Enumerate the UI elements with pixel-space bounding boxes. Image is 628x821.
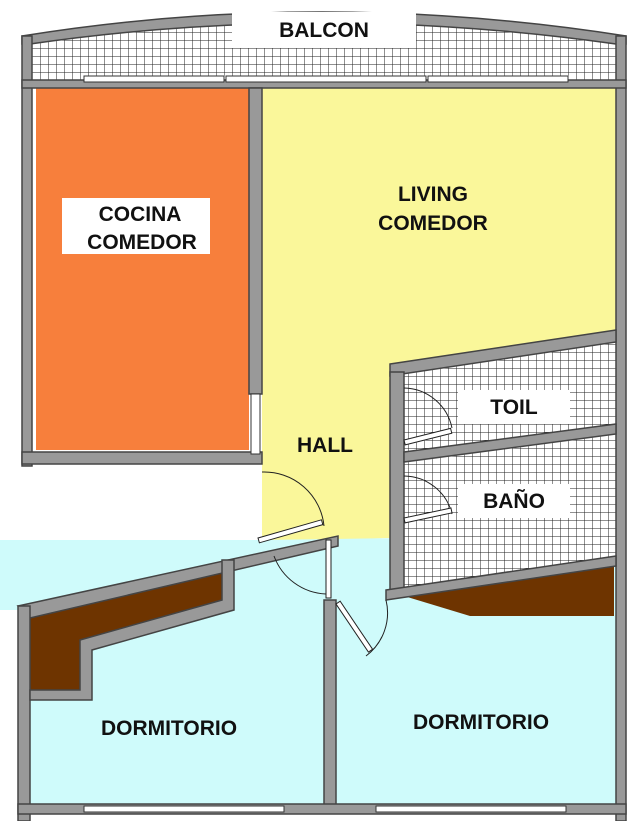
bano-label-bg bbox=[458, 484, 570, 518]
door-dorm-left-leaf bbox=[325, 539, 332, 599]
window-bottom-left bbox=[83, 805, 285, 813]
door-dorm-right-leaf bbox=[335, 600, 374, 653]
window-cocina-hall bbox=[250, 393, 261, 455]
door-toil-leaf bbox=[403, 427, 453, 446]
bano-label: BAÑO bbox=[483, 490, 545, 513]
toil-label: TOIL bbox=[490, 396, 538, 419]
door-bano-swing bbox=[403, 475, 453, 515]
wall-right bbox=[615, 35, 627, 821]
wall-facade-bottom bbox=[17, 803, 627, 815]
wall-cocina-right bbox=[248, 87, 263, 395]
wall-bano-left bbox=[389, 371, 405, 593]
balcon-label: BALCON bbox=[279, 19, 369, 42]
door-dorm-left-swing bbox=[273, 555, 327, 595]
hall-label: HALL bbox=[297, 434, 353, 457]
cocina-label-bg bbox=[62, 198, 210, 254]
wall-dorm-divider bbox=[323, 599, 337, 811]
toil-label-bg bbox=[458, 390, 570, 424]
window-top-mid bbox=[225, 75, 427, 83]
cocina-floor bbox=[36, 88, 249, 450]
wall-left-lower bbox=[17, 605, 31, 821]
door-bano-leaf bbox=[403, 507, 453, 524]
door-dorm-right-swing bbox=[365, 599, 389, 657]
cocina-label-line2: COMEDOR bbox=[87, 231, 197, 254]
wall-left-upper bbox=[21, 35, 33, 467]
living-label-line1: LIVING bbox=[398, 183, 468, 206]
balcon-floor bbox=[30, 17, 616, 80]
window-bottom-right bbox=[375, 805, 567, 813]
living-floor bbox=[262, 88, 616, 542]
door-toil-swing bbox=[403, 387, 453, 429]
window-top-left bbox=[83, 75, 225, 83]
wall-closet-left bbox=[29, 559, 235, 701]
living-label-line2: COMEDOR bbox=[378, 212, 488, 235]
balcon-label-bg bbox=[232, 12, 416, 48]
door-entrance-leaf bbox=[257, 519, 324, 544]
door-entrance-swing bbox=[261, 471, 325, 527]
wall-toil-bano bbox=[403, 423, 617, 463]
window-top-right bbox=[427, 75, 569, 83]
dormitorio-right-label: DORMITORIO bbox=[413, 711, 549, 734]
wall-cocina-bottom bbox=[21, 451, 263, 465]
wall-bano-bottom bbox=[385, 555, 617, 601]
bano-floor bbox=[390, 340, 616, 590]
cocina-label-line1: COCINA bbox=[99, 203, 182, 226]
dormitorio-left-label: DORMITORIO bbox=[101, 717, 237, 740]
